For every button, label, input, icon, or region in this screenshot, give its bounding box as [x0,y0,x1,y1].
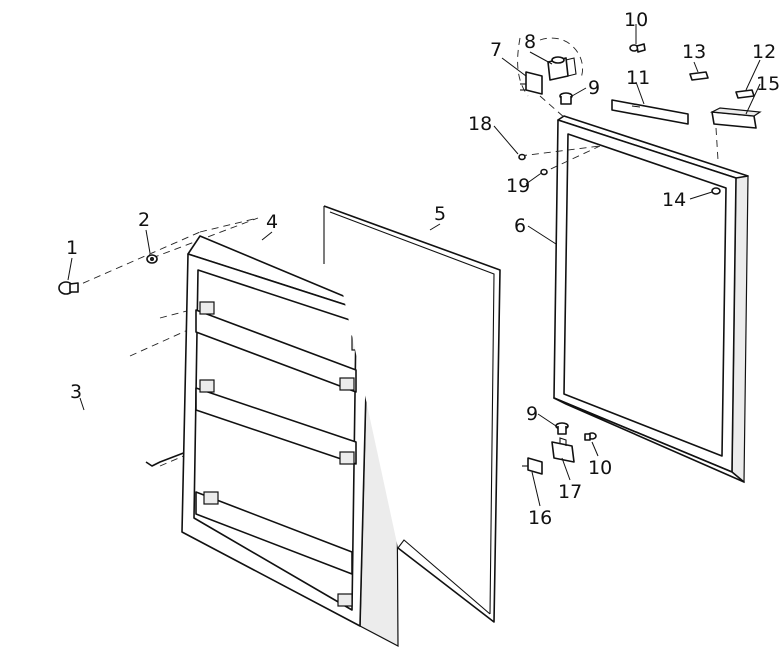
part-15-end-cap [709,107,762,129]
callout-labels: 1 2 3 4 5 6 7 8 9 9 10 10 11 12 13 14 15… [66,9,780,529]
callout-6: 6 [514,215,526,237]
part-5-panel [323,205,501,623]
part-4-door-liner [181,235,399,647]
callout-9-bottom: 9 [526,403,538,425]
callout-12: 12 [752,41,776,63]
part-19-screw [540,168,548,176]
callout-10-bottom: 10 [588,457,612,479]
part-16-bracket [522,457,543,475]
callout-4: 4 [266,211,278,233]
callout-9-top: 9 [588,77,600,99]
alignment-lines-right [517,37,719,175]
part-7-hinge-bracket [520,71,543,95]
callout-13: 13 [682,41,706,63]
part-18-screw [518,153,526,161]
part-14-screw [711,187,721,195]
callout-17: 17 [558,481,582,503]
callout-5: 5 [434,203,446,225]
part-12-clip [735,89,755,99]
callout-18: 18 [468,113,492,135]
callout-7: 7 [490,39,502,61]
callout-11: 11 [626,67,650,89]
part-6-outer-door [553,115,749,484]
part-2-washer [146,254,158,264]
part-9-bottom-pin [555,422,569,435]
callout-16: 16 [528,507,552,529]
callout-10-top: 10 [624,9,648,31]
leader-lines [67,24,761,507]
callout-2: 2 [138,209,150,231]
part-11-trim [611,99,689,125]
callout-3: 3 [70,381,82,403]
callout-1: 1 [66,237,78,259]
callout-8: 8 [524,31,536,53]
callout-14: 14 [662,189,686,211]
part-8-hinge [547,56,577,81]
callout-15: 15 [756,73,780,95]
part-17-hinge [551,437,575,463]
part-9-top-pin [559,92,573,105]
part-10-top-screw [629,43,646,53]
part-10-bottom-screw [584,432,597,441]
part-1-screw [58,281,79,295]
part-13-clip [689,71,709,81]
callout-19: 19 [506,175,530,197]
